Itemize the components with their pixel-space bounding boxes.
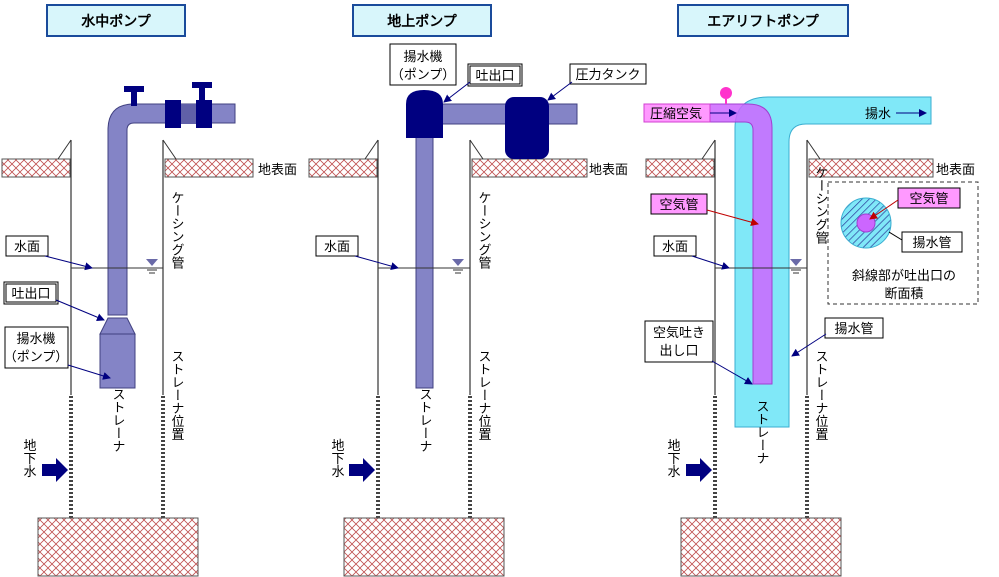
air-pipe bbox=[643, 103, 773, 385]
inset-air-pipe-label: 空気管 bbox=[909, 191, 948, 207]
panel-surface-pump: 地上ポンプ 地表面 水面 揚水機 （ポンプ） 吐出口 圧力タンク ケーシング管 bbox=[308, 4, 647, 577]
pumped-water-label: 揚水 bbox=[865, 106, 891, 122]
panel-submersible: 水中ポンプ 地表面 水面 吐出口 bbox=[1, 4, 297, 577]
strainer-label: ストレーナ bbox=[754, 400, 769, 465]
ground-left bbox=[1, 158, 71, 178]
strainer-position-label: ストレーナ位置 bbox=[169, 350, 185, 441]
pump-label-1: 揚水機 bbox=[403, 49, 442, 65]
casing-label: ケーシング管 bbox=[476, 191, 492, 270]
air-valve-icon bbox=[720, 87, 732, 99]
water-level-icon bbox=[452, 259, 464, 266]
strainer-label: ストレーナ bbox=[110, 388, 125, 453]
groundwater-label: 地下水 bbox=[21, 439, 37, 478]
strainer-position-label: ストレーナ位置 bbox=[476, 350, 492, 441]
pressure-tank-label: 圧力タンク bbox=[575, 68, 640, 83]
groundwater-label: 地下水 bbox=[329, 439, 345, 478]
suction-pipe bbox=[415, 134, 434, 389]
panel-title: 地上ポンプ bbox=[387, 13, 458, 30]
panel-title-box bbox=[352, 4, 492, 37]
water-level-icon bbox=[790, 259, 802, 266]
surface-pump bbox=[406, 90, 443, 138]
groundwater-label: 地下水 bbox=[665, 439, 681, 478]
ground-right bbox=[164, 158, 254, 178]
strainer-label: ストレーナ bbox=[417, 388, 432, 453]
compressed-air-label: 圧縮空気 bbox=[650, 106, 702, 122]
inset-water-pipe-label: 揚水管 bbox=[912, 235, 951, 251]
groundwater-arrow-icon bbox=[686, 458, 712, 482]
pressure-tank bbox=[505, 97, 549, 159]
air-pipe-section bbox=[856, 213, 876, 233]
water-surface-label: 水面 bbox=[14, 240, 40, 255]
pump-label-2: （ポンプ） bbox=[4, 350, 69, 365]
pump-label-2: （ポンプ） bbox=[391, 68, 456, 83]
discharge-pipe bbox=[107, 103, 236, 316]
ground-surface-label: 地表面 bbox=[936, 163, 975, 178]
panel-title: エアリフトポンプ bbox=[707, 13, 820, 30]
water-surface-label: 水面 bbox=[662, 240, 688, 255]
bedrock bbox=[37, 517, 199, 577]
groundwater-arrow-icon bbox=[42, 458, 68, 482]
screen-left bbox=[69, 395, 73, 518]
panel-title-box bbox=[46, 4, 186, 37]
strainer-position-label: ストレーナ位置 bbox=[813, 350, 829, 441]
water-level-icon bbox=[146, 259, 158, 266]
inset-note-2: 断面積 bbox=[884, 287, 923, 302]
panel-airlift: エアリフトポンプ 地表面 圧縮空気 揚水 水面 空気管 空気吐き 出 bbox=[643, 4, 979, 577]
ground-surface-label: 地表面 bbox=[258, 163, 297, 178]
air-outlet-label-2: 出し口 bbox=[659, 344, 698, 359]
casing-label: ケーシング管 bbox=[813, 166, 829, 245]
outlet-label: 吐出口 bbox=[475, 69, 514, 84]
inset-note-1: 斜線部が吐出口の bbox=[852, 268, 956, 284]
panel-title-box bbox=[677, 4, 849, 37]
casing-label: ケーシング管 bbox=[169, 191, 185, 270]
water-surface-label: 水面 bbox=[324, 240, 350, 255]
groundwater-arrow-icon bbox=[349, 458, 375, 482]
submersible-pump bbox=[99, 333, 136, 389]
screen-right bbox=[161, 395, 165, 518]
air-pipe-label: 空気管 bbox=[659, 197, 698, 213]
ground-surface-label: 地表面 bbox=[589, 163, 628, 178]
panel-title: 水中ポンプ bbox=[81, 13, 152, 30]
outlet-label: 吐出口 bbox=[11, 287, 50, 302]
pump-label-1: 揚水機 bbox=[16, 331, 55, 347]
air-outlet-label-1: 空気吐き bbox=[653, 325, 705, 341]
water-pipe-label: 揚水管 bbox=[834, 321, 873, 337]
